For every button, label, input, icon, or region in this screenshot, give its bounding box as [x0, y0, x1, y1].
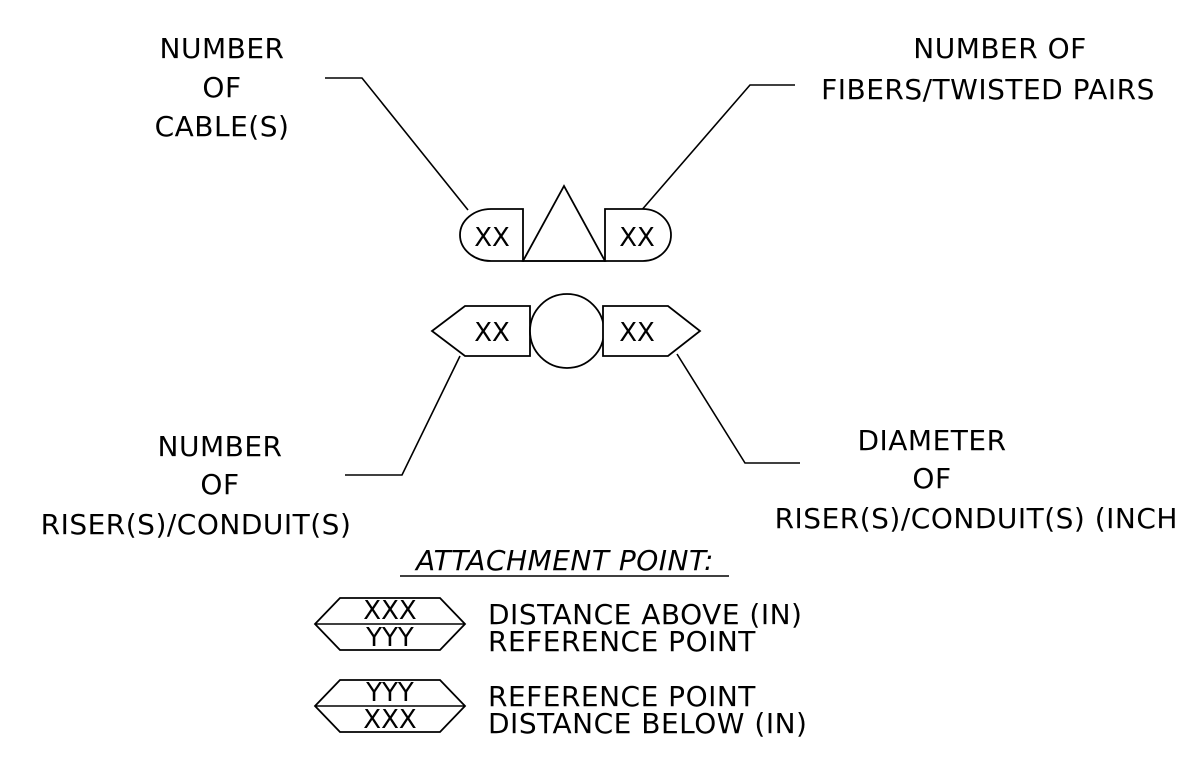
attachment-above-bottom: YYY: [365, 623, 414, 653]
diameter-label-line1: DIAMETER: [857, 424, 1006, 457]
cables-label: NUMBER OF CABLE(S): [155, 32, 290, 143]
attachment-above-symbol: XXX YYY DISTANCE ABOVE (IN) REFERENCE PO…: [313, 596, 802, 658]
cable-count-box: [459, 208, 524, 262]
fibers-label-line2: FIBERS/TWISTED PAIRS: [821, 73, 1155, 106]
fibers-label-line1: NUMBER OF: [913, 32, 1087, 65]
attachment-below-desc-top: REFERENCE POINT: [488, 680, 756, 713]
diameter-label-line3: RISER(S)/CONDUIT(S) (INCH: [775, 502, 1178, 535]
riser-circle-icon: [529, 293, 605, 369]
cables-leader-line: [325, 77, 469, 211]
risers-label-line3: RISER(S)/CONDUIT(S): [41, 508, 352, 541]
diameter-label: DIAMETER OF RISER(S)/CONDUIT(S) (INCH: [775, 424, 1178, 535]
risers-label-line1: NUMBER: [158, 430, 283, 463]
cable-triangle-icon: [521, 184, 607, 262]
riser-diameter-box: [602, 305, 702, 357]
attachment-below-top: YYY: [365, 678, 414, 708]
attachment-above-top: XXX: [363, 596, 416, 626]
cables-label-line3: CABLE(S): [155, 110, 290, 143]
cables-label-line2: OF: [202, 71, 241, 104]
attachment-below-bottom: XXX: [363, 705, 416, 735]
fibers-leader-line: [639, 84, 795, 213]
riser-count-box: [430, 305, 531, 357]
attachment-above-desc-bottom: REFERENCE POINT: [488, 625, 756, 658]
cables-label-line1: NUMBER: [160, 32, 285, 65]
riser-diameter-text: XX: [619, 318, 655, 348]
cable-symbol: XX XX: [459, 184, 672, 262]
diameter-label-line2: OF: [912, 462, 951, 495]
attachment-below-desc-bottom: DISTANCE BELOW (IN): [488, 707, 807, 740]
diameter-leader-line: [676, 353, 800, 464]
attachment-above-desc-top: DISTANCE ABOVE (IN): [488, 598, 802, 631]
risers-label-line2: OF: [200, 468, 239, 501]
fibers-label: NUMBER OF FIBERS/TWISTED PAIRS: [821, 32, 1155, 106]
riser-symbol: XX XX: [430, 293, 702, 369]
cable-count-text: XX: [474, 223, 510, 253]
fiber-count-box: [604, 208, 672, 262]
attachment-below-symbol: YYY XXX REFERENCE POINT DISTANCE BELOW (…: [313, 678, 807, 740]
risers-label: NUMBER OF RISER(S)/CONDUIT(S): [41, 430, 352, 541]
risers-leader-line: [345, 355, 461, 476]
riser-count-text: XX: [474, 318, 510, 348]
attachment-heading: ATTACHMENT POINT:: [414, 544, 714, 577]
fiber-count-text: XX: [619, 223, 655, 253]
